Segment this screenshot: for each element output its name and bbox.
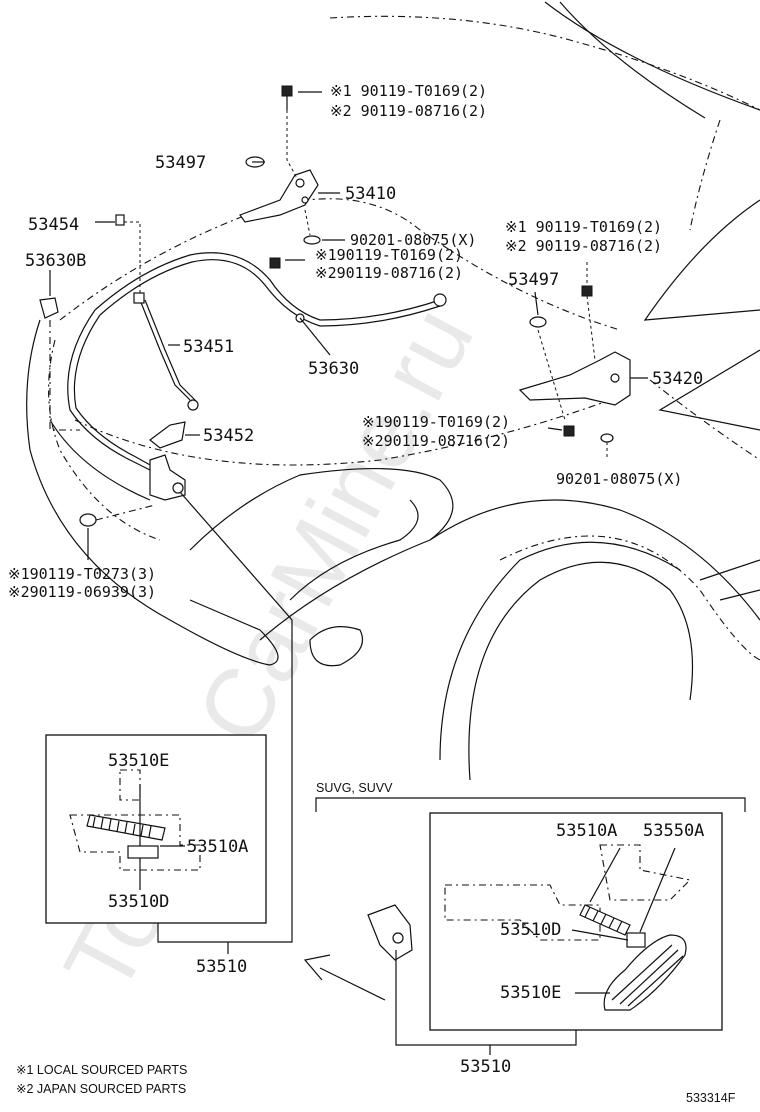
bolt-label-left-1: ※190119-T0273(3) xyxy=(8,565,156,583)
bolt-label-top-1: ※1 90119-T0169(2) xyxy=(330,82,487,100)
label-53630b: 53630B xyxy=(25,251,86,271)
footnote-japan: ※2 JAPAN SOURCED PARTS xyxy=(16,1082,186,1096)
inset-right-label-a: 53510A xyxy=(556,821,617,841)
label-53451: 53451 xyxy=(183,337,234,357)
bolt-label-lower-2: ※290119-08716(2) xyxy=(362,432,510,450)
bolt-label-right-2: ※2 90119-08716(2) xyxy=(505,237,662,255)
bolt-label-left-2: ※290119-06939(3) xyxy=(8,583,156,601)
inset-left-label-a: 53510A xyxy=(187,837,248,857)
inset-right-label-d: 53510D xyxy=(500,920,561,940)
bolt-label-mid-2: ※290119-08716(2) xyxy=(315,264,463,282)
footnote-local: ※1 LOCAL SOURCED PARTS xyxy=(16,1063,187,1077)
label-53410: 53410 xyxy=(345,184,396,204)
hood-support-rod xyxy=(133,292,199,411)
label-53420: 53420 xyxy=(652,369,703,389)
label-53452: 53452 xyxy=(203,426,254,446)
inset-left-label-d: 53510D xyxy=(108,892,169,912)
inset-right-label-e: 53510E xyxy=(500,983,561,1003)
label-53454: 53454 xyxy=(28,215,79,235)
leader-lines xyxy=(49,91,648,954)
label-53497-right: 53497 xyxy=(508,270,559,290)
bolt-label-lower-1: ※190119-T0169(2) xyxy=(362,413,510,431)
inset-left-label-e: 53510E xyxy=(108,751,169,771)
hood-lock-assembly xyxy=(149,454,186,501)
washer-label-mid: 90201-08075(X) xyxy=(350,231,476,249)
bolt-label-mid-1: ※190119-T0169(2) xyxy=(315,246,463,264)
inset-right-header: SUVG, SUVV xyxy=(316,781,393,795)
hood-release-cable xyxy=(67,252,447,471)
inset-right-assembly: 53510 xyxy=(460,1057,511,1077)
inset-right: SUVG, SUVV 53510A 53550A 53510D 53510E 5… xyxy=(303,781,746,1077)
bolt-label-top-2: ※2 90119-08716(2) xyxy=(330,102,487,120)
support-rod-holder xyxy=(149,421,186,449)
hood-hinge-left xyxy=(239,169,319,223)
inset-left: 53510E 53510A 53510D 53510 xyxy=(45,734,267,977)
label-53630: 53630 xyxy=(308,359,359,379)
bolt-label-right-1: ※1 90119-T0169(2) xyxy=(505,218,662,236)
label-53497-top: 53497 xyxy=(155,153,206,173)
inset-right-label-b: 53550A xyxy=(643,821,704,841)
part-labels: ※1 90119-T0169(2) ※2 90119-08716(2) 5349… xyxy=(8,82,703,601)
washer-label-right: 90201-08075(X) xyxy=(556,470,682,488)
vehicle-outline xyxy=(26,1,760,781)
inset-left-assembly: 53510 xyxy=(196,957,247,977)
hood-hinge-right xyxy=(518,351,631,406)
figure-id: 533314F xyxy=(686,1091,736,1105)
